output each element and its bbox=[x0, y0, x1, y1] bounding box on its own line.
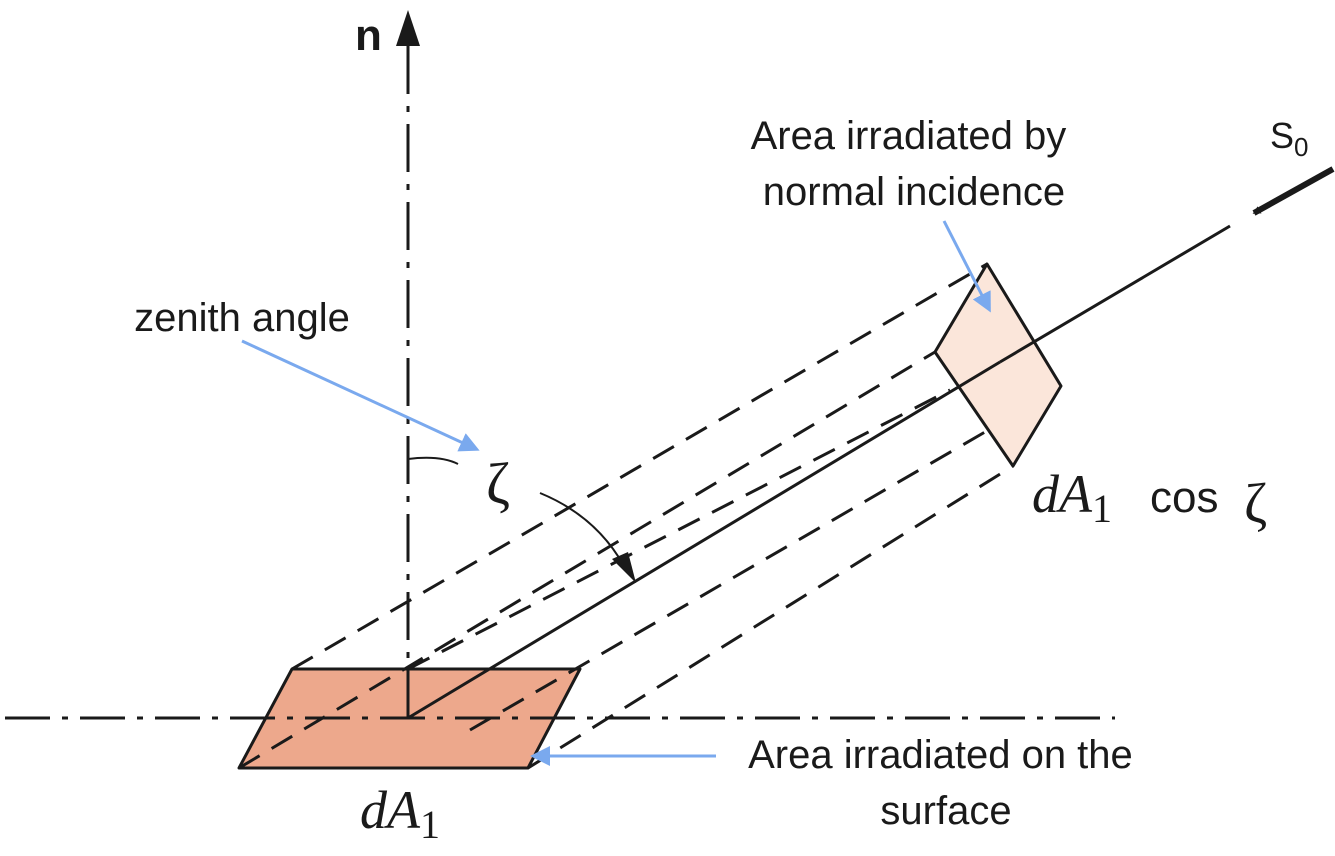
source-label-sub: 0 bbox=[1294, 132, 1308, 162]
beam-center-line-upper bbox=[999, 224, 1231, 364]
surface-area-formula: dA1 bbox=[360, 780, 440, 847]
normal-label: n bbox=[355, 11, 382, 60]
zenith-angle-label: zenith angle bbox=[134, 296, 350, 340]
surface-area-label-line2: surface bbox=[880, 789, 1011, 833]
normal-area-zeta: ζ bbox=[1244, 473, 1267, 535]
surface-area-label: Area irradiated on the surface bbox=[748, 733, 1144, 833]
rotation-arrow bbox=[539, 492, 625, 567]
normal-formula-sub: 1 bbox=[1092, 486, 1112, 531]
normal-area-label: Area irradiated by normal incidence bbox=[751, 114, 1078, 214]
zeta-symbol: ζ bbox=[486, 451, 510, 516]
zenith-angle-arc bbox=[407, 456, 459, 465]
normal-area-label-line2: normal incidence bbox=[763, 170, 1065, 214]
normal-incidence-patch bbox=[933, 262, 1063, 468]
surface-area-label-line1: Area irradiated on the bbox=[748, 733, 1133, 777]
normal-area-cos: cos bbox=[1150, 473, 1218, 522]
source-label: S0 bbox=[1270, 115, 1308, 162]
beam-dashed-lines bbox=[238, 262, 1014, 770]
zenith-annotation-arrow bbox=[241, 339, 480, 452]
solar-ray-arrow bbox=[1252, 166, 1335, 216]
rotation-arrowhead bbox=[612, 552, 636, 583]
normal-axis-arrowhead bbox=[396, 10, 420, 46]
beam-center-line bbox=[407, 360, 1001, 720]
source-label-main: S bbox=[1270, 115, 1294, 156]
normal-formula-d: dA bbox=[1032, 464, 1093, 524]
normal-area-annotation-arrow bbox=[942, 220, 991, 313]
normal-area-label-line1: Area irradiated by bbox=[751, 114, 1067, 158]
normal-area-formula: dA1 bbox=[1032, 464, 1112, 531]
surface-formula-d: dA bbox=[360, 780, 421, 840]
surface-formula-sub: 1 bbox=[420, 802, 440, 847]
